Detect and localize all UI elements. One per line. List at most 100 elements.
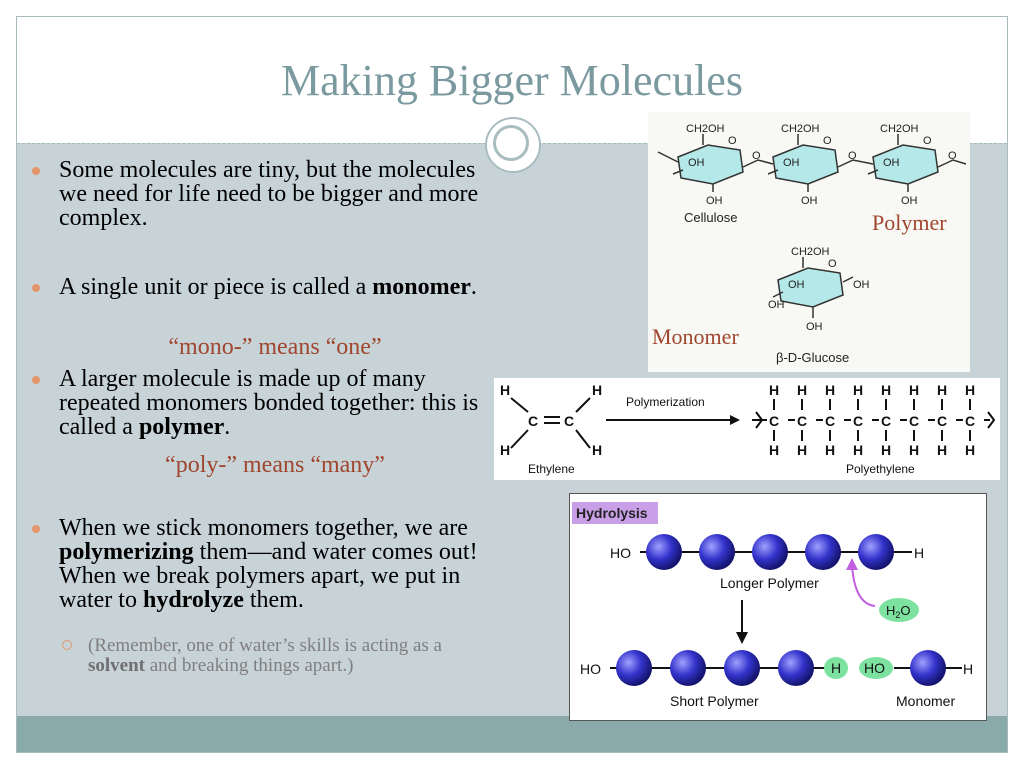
sub-bullet-text: (Remember, one of water’s skills is acti… (88, 636, 498, 676)
water-label: H2O (886, 603, 911, 620)
bullet-3-text: A larger molecule is made up of many rep… (59, 367, 489, 439)
polyethylene-h-bottom: H (853, 442, 863, 458)
polyethylene-c: C (853, 413, 863, 429)
hydrolysis-header-bg (572, 502, 658, 524)
bullet-4-part3: them. (243, 587, 304, 613)
h-label-top: H (914, 545, 924, 561)
ho-label-bottom-1: HO (580, 661, 601, 677)
polyethylene-c: C (769, 413, 779, 429)
bullet-2-pre: A single unit or piece is called a (59, 274, 373, 300)
term-monomer: monomer (372, 274, 471, 300)
o-bridge-1: O (752, 150, 761, 162)
water-bubble (879, 598, 919, 622)
polyethylene-c: C (881, 413, 891, 429)
polyethylene-h-bottom: H (797, 442, 807, 458)
bullet-dot (32, 525, 40, 533)
ring-1 (677, 144, 744, 185)
polyethylene-h-top: H (825, 382, 835, 398)
bullet-3-post: . (224, 414, 231, 440)
polyethylene-c: C (825, 413, 835, 429)
ring-ornament (485, 117, 541, 173)
polyethylene-h-bottom: H (825, 442, 835, 458)
bullet-1-text: Some molecules are tiny, but the molecul… (59, 157, 479, 231)
oh-label-3: OH (883, 157, 900, 169)
polyethylene-c: C (797, 413, 807, 429)
polymer-sphere (858, 534, 894, 570)
ethylene-h-3: H (500, 442, 510, 458)
polyethylene-h-bottom: H (769, 442, 779, 458)
h-bubble (824, 657, 848, 679)
polymer-sphere (805, 534, 841, 570)
short-polymer-label: Short Polymer (670, 693, 759, 709)
oh-label-1: OH (688, 157, 705, 169)
h-label-bottom: H (831, 660, 841, 676)
sub-bullet-post: and breaking things apart.) (145, 655, 354, 676)
ethylene-c-1: C (528, 413, 538, 429)
bullet-dot (32, 284, 40, 292)
ch2oh-label-3: CH2OH (880, 123, 919, 135)
note-poly: “poly-” means “many” (165, 452, 385, 478)
polyethylene-h-top: H (769, 382, 779, 398)
bullet-2-post: . (470, 274, 477, 300)
polymerization-diagram: H H H H C C Polymerization Ethylene Poly… (500, 382, 996, 476)
ethylene-h-1: H (500, 382, 510, 398)
ch2oh-label-4: CH2OH (791, 246, 830, 258)
bullet-dot (32, 167, 40, 175)
polymer-sphere (778, 650, 814, 686)
bullet-4-part2: them—and water comes out! When we break … (59, 539, 478, 613)
polymer-sphere (616, 650, 652, 686)
ring-glucose (777, 267, 844, 308)
short-polymer-row (616, 650, 814, 686)
polymer-label: Polymer (872, 210, 947, 235)
polyethylene-c: C (909, 413, 919, 429)
polyethylene-h-top: H (965, 382, 975, 398)
ho-bubble (859, 657, 893, 679)
polyethylene-h-bottom: H (881, 442, 891, 458)
ethylene-figure: H H H H C C Polymerization Ethylene Poly… (494, 378, 1000, 480)
ring-3 (872, 144, 939, 185)
cellulose-label: Cellulose (684, 210, 737, 225)
polyethylene-h-bottom: H (909, 442, 919, 458)
polyethylene-h-top: H (853, 382, 863, 398)
ethylene-h-4: H (592, 442, 602, 458)
ch2oh-label-1: CH2OH (686, 123, 725, 135)
hydrolysis-diagram: Hydrolysis HO H Longer Polymer H2O HO H … (572, 502, 973, 709)
o-label-1: O (728, 135, 737, 147)
polyethylene-h-top: H (937, 382, 947, 398)
o-label-3: O (923, 135, 932, 147)
polyethylene-h-bottom: H (937, 442, 947, 458)
glucose-label: β-D-Glucose (776, 350, 849, 365)
bullet-3-pre: A larger molecule is made up of many rep… (59, 366, 479, 440)
oh-label-5: OH (801, 195, 818, 207)
polyethylene-h-bottom: H (965, 442, 975, 458)
ethylene-h-2: H (592, 382, 602, 398)
oh-label-2: OH (783, 157, 800, 169)
ring-ornament-inner (493, 125, 529, 161)
monomer-sphere (910, 650, 946, 686)
footer-band (17, 716, 1007, 752)
polyethylene-label: Polyethylene (846, 462, 915, 476)
ho-label-top: HO (610, 545, 631, 561)
cellulose-figure: CH2OH CH2OH CH2OH CH2OH O O O O O O O OH… (648, 112, 970, 372)
note-mono: “mono-” means “one” (168, 334, 382, 360)
bullet-dot (32, 376, 40, 384)
polyethylene-h-top: H (909, 382, 919, 398)
polymerization-label: Polymerization (626, 395, 705, 409)
term-hydrolyze: hydrolyze (142, 587, 244, 613)
polyethylene-c: C (965, 413, 975, 429)
oh-label-4: OH (706, 195, 723, 207)
oh-label-6: OH (901, 195, 918, 207)
polyethylene-h-top: H (797, 382, 807, 398)
sub-bullet-pre: (Remember, one of water’s skills is acti… (88, 635, 442, 656)
oh-label-7: OH (788, 279, 805, 291)
polymer-sphere (699, 534, 735, 570)
ethylene-c-2: C (564, 413, 574, 429)
term-solvent: solvent (88, 655, 145, 676)
term-polymer: polymer (138, 414, 225, 440)
longer-polymer-row (646, 534, 894, 570)
polyethylene-h-top: H (881, 382, 891, 398)
bullet-4-part1: When we stick monomers together, we are (59, 515, 468, 541)
bullet-2-text: A single unit or piece is called a monom… (59, 275, 499, 299)
longer-polymer-label: Longer Polymer (720, 575, 819, 591)
